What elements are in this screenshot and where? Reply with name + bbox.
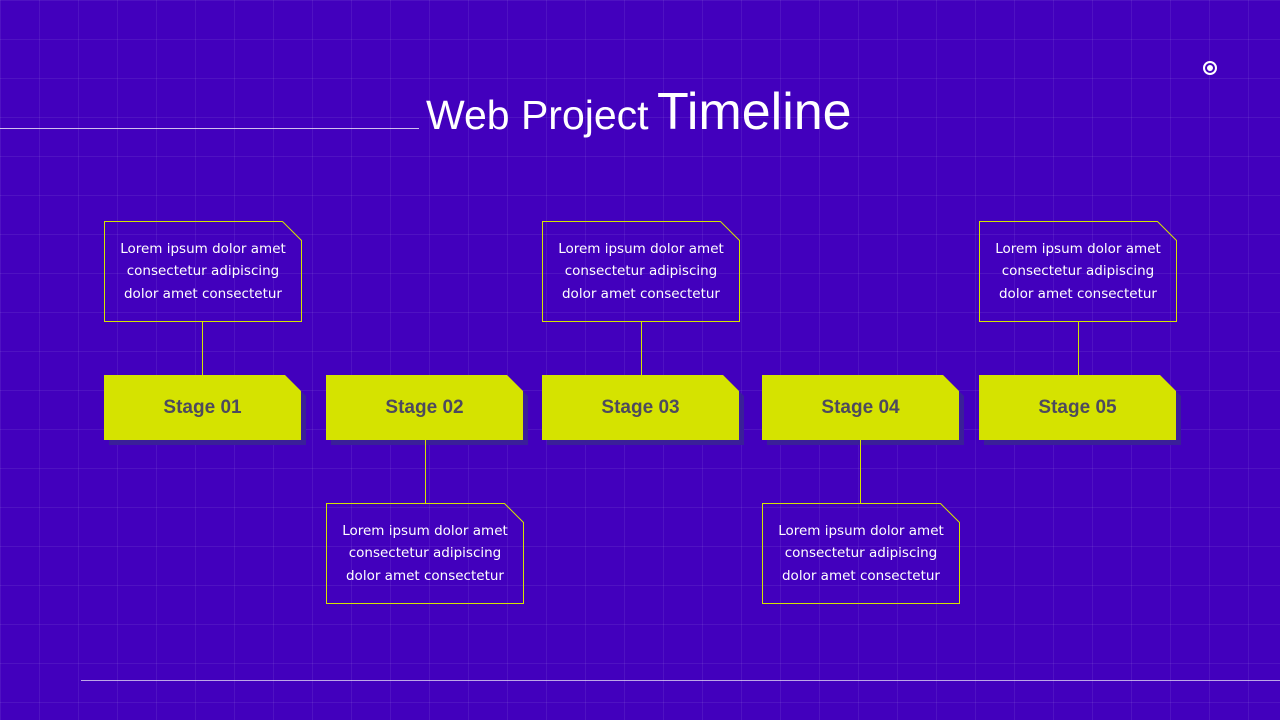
stage-face: Stage 02 — [326, 375, 523, 440]
stage-label: Stage 01 — [163, 396, 242, 418]
card-text-line: consectetur adipiscing — [348, 545, 502, 562]
card-outline — [979, 221, 1177, 322]
card-outline — [542, 221, 740, 322]
card-text-line: dolor amet consectetur — [998, 285, 1157, 302]
stage-label: Stage 03 — [601, 396, 680, 418]
card-text-line: consectetur adipiscing — [126, 263, 280, 280]
stage-card-5: Lorem ipsum dolor amet consectetur adipi… — [979, 221, 1177, 322]
card-text-line: Lorem ipsum dolor amet — [342, 522, 508, 539]
stage-card-3: Lorem ipsum dolor amet consectetur adipi… — [542, 221, 740, 322]
footer-divider-line — [81, 680, 1280, 681]
card-text: Lorem ipsum dolor amet consectetur adipi… — [104, 221, 302, 322]
card-text-line: Lorem ipsum dolor amet — [120, 240, 286, 257]
radio-button-icon[interactable] — [1203, 61, 1217, 75]
card-text-line: dolor amet consectetur — [781, 567, 940, 584]
stage-card-4: Lorem ipsum dolor amet consectetur adipi… — [762, 503, 960, 604]
stage-face: Stage 04 — [762, 375, 959, 440]
stage-connector-2 — [425, 440, 426, 503]
card-text-line: consectetur adipiscing — [564, 263, 718, 280]
stage-label: Stage 04 — [821, 396, 900, 418]
stage-box-1: Stage 01 — [104, 375, 306, 445]
card-text-line: Lorem ipsum dolor amet — [558, 240, 724, 257]
card-text-line: consectetur adipiscing — [784, 545, 938, 562]
title-divider-line — [0, 128, 419, 129]
stage-connector-3 — [641, 322, 642, 375]
card-text-line: consectetur adipiscing — [1001, 263, 1155, 280]
stage-connector-5 — [1078, 322, 1079, 375]
page-title: Web Project Timeline — [426, 82, 852, 142]
card-text: Lorem ipsum dolor amet consectetur adipi… — [326, 503, 524, 604]
stage-connector-1 — [202, 322, 203, 375]
stage-connector-4 — [860, 440, 861, 503]
card-outline — [104, 221, 302, 322]
card-text: Lorem ipsum dolor amet consectetur adipi… — [979, 221, 1177, 322]
card-outline — [326, 503, 524, 604]
stage-face: Stage 03 — [542, 375, 739, 440]
stage-card-1: Lorem ipsum dolor amet consectetur adipi… — [104, 221, 302, 322]
card-text-line: dolor amet consectetur — [345, 567, 504, 584]
stage-card-2: Lorem ipsum dolor amet consectetur adipi… — [326, 503, 524, 604]
stage-box-4: Stage 04 — [762, 375, 964, 445]
card-text-line: dolor amet consectetur — [123, 285, 282, 302]
card-text-line: dolor amet consectetur — [561, 285, 720, 302]
title-bold-part: Timeline — [657, 83, 852, 141]
stage-label: Stage 05 — [1038, 396, 1117, 418]
card-text: Lorem ipsum dolor amet consectetur adipi… — [542, 221, 740, 322]
stage-label: Stage 02 — [385, 396, 464, 418]
card-outline — [762, 503, 960, 604]
radio-dot — [1207, 65, 1213, 71]
stage-box-3: Stage 03 — [542, 375, 744, 445]
title-light-part: Web Project — [426, 92, 649, 138]
stage-box-5: Stage 05 — [979, 375, 1181, 445]
card-text-line: Lorem ipsum dolor amet — [778, 522, 944, 539]
stage-box-2: Stage 02 — [326, 375, 528, 445]
card-text: Lorem ipsum dolor amet consectetur adipi… — [762, 503, 960, 604]
stage-face: Stage 05 — [979, 375, 1176, 440]
stage-face: Stage 01 — [104, 375, 301, 440]
card-text-line: Lorem ipsum dolor amet — [995, 240, 1161, 257]
